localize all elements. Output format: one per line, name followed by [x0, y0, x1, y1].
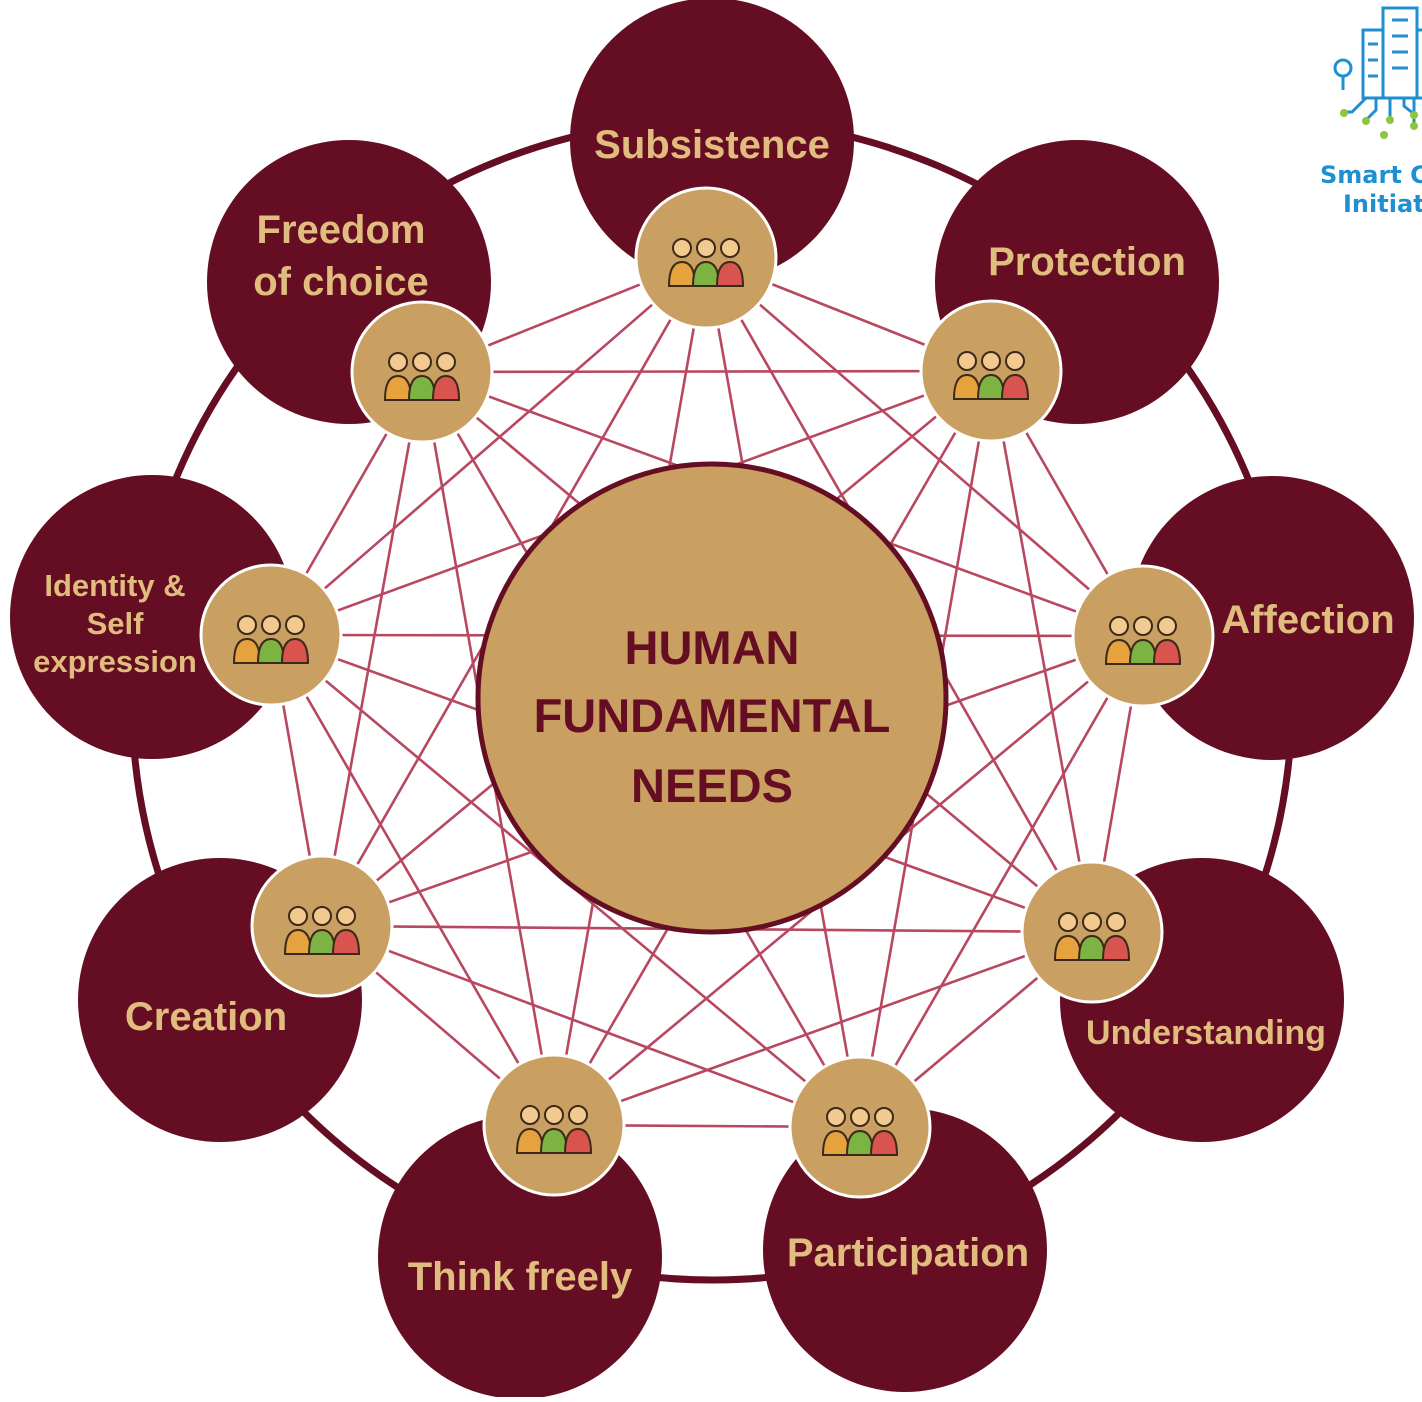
need-label-identity: expression	[33, 644, 197, 679]
center-node: HUMAN FUNDAMENTAL NEEDS	[475, 461, 949, 935]
logo-text-line1: Smart C	[1320, 161, 1422, 189]
smart-city-logo: Smart C Initiati	[1320, 6, 1422, 218]
need-circle-affection	[1130, 476, 1414, 760]
icon-circles	[199, 186, 1215, 1199]
need-label-think-freely: Think freely	[408, 1255, 633, 1299]
need-label-understanding: Understanding	[1086, 1014, 1326, 1052]
acrobat-people-icon	[199, 563, 343, 707]
center-title-line2: FUNDAMENTAL	[534, 689, 891, 742]
need-subsistence: Subsistence	[570, 0, 854, 282]
need-label-participation: Participation	[787, 1231, 1029, 1275]
connection-line	[705, 257, 1144, 637]
connection-line	[320, 371, 424, 927]
need-label-identity: Self	[87, 606, 145, 641]
connection-line	[421, 369, 992, 374]
connection-line	[321, 924, 861, 1129]
need-circle-subsistence	[570, 0, 854, 282]
group-meeting-icon	[788, 1055, 932, 1199]
connection-line	[989, 370, 1094, 933]
lightbulb-team-icon	[1020, 860, 1164, 1004]
center-title-line3: NEEDS	[631, 759, 793, 812]
connection-line	[553, 930, 1093, 1127]
logo-text-line2: Initiati	[1343, 190, 1422, 218]
need-label-subsistence: Subsistence	[594, 123, 830, 167]
need-label-freedom: Freedom	[257, 208, 426, 252]
thinking-person-icon	[482, 1053, 626, 1197]
center-title-line1: HUMAN	[625, 621, 800, 674]
need-label-affection: Affection	[1221, 598, 1394, 642]
need-label-protection: Protection	[988, 240, 1186, 284]
need-circle-identity	[10, 475, 294, 759]
need-label-freedom: of choice	[253, 260, 429, 304]
need-label-creation: Creation	[125, 995, 287, 1039]
gear-pencil-creation-icon	[250, 854, 394, 998]
need-circles: SubsistenceProtectionAffectionUnderstand…	[10, 0, 1414, 1399]
need-affection: Affection	[1130, 476, 1414, 760]
meeting-celebration-icon	[350, 300, 494, 444]
connection-line	[270, 257, 707, 636]
family-heart-icon	[1071, 564, 1215, 708]
need-label-identity: Identity &	[44, 568, 185, 603]
center-circle	[475, 461, 949, 935]
connection-line	[269, 634, 556, 1126]
smart-city-building-icon	[1333, 6, 1422, 124]
money-magnet-icon	[634, 186, 778, 330]
connection-line	[858, 635, 1145, 1128]
house-shield-trophy-icon	[919, 299, 1063, 443]
